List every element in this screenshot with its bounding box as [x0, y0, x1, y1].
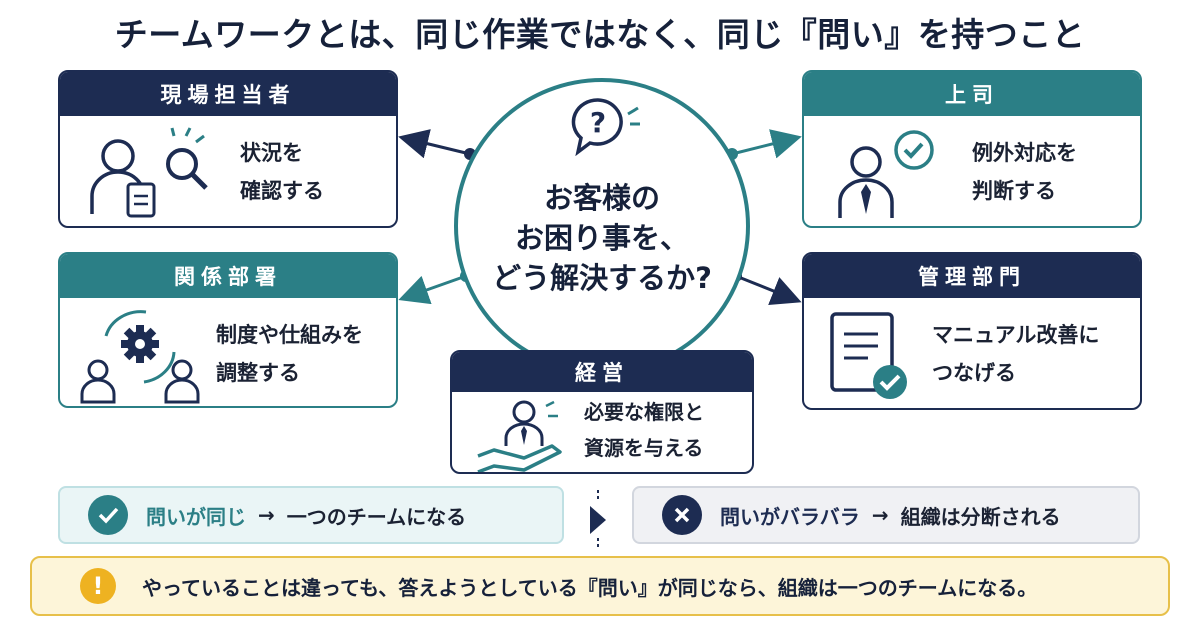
role-desc-related: 制度や仕組みを 調整する: [216, 316, 363, 392]
central-line-3: どう解決するか?: [492, 261, 712, 295]
check-icon: [88, 495, 128, 535]
gear-people-icon: [80, 310, 200, 404]
role-desc-boss-line-1: 例外対応を: [972, 141, 1077, 165]
summary-note: ! やっていることは違っても、答えようとしている『問い』が同じなら、組織は一つの…: [30, 556, 1170, 616]
role-desc-management-line-1: 必要な権限と: [584, 400, 704, 424]
role-desc-management-line-2: 資源を与える: [584, 436, 704, 460]
comparison-same-arrow: →: [258, 503, 275, 527]
comparison-diff-label: 問いがバラバラ: [720, 504, 860, 529]
role-title-admin: 管理部門: [804, 254, 1140, 298]
role-title-related: 関係部署: [60, 254, 396, 298]
role-desc-admin-line-1: マニュアル改善に: [932, 323, 1100, 347]
comparison-diff-arrow: →: [871, 503, 889, 527]
role-desc-related-line-1: 制度や仕組みを: [216, 323, 363, 347]
comparison-same-result: 一つのチームになる: [286, 504, 467, 529]
summary-text: やっていることは違っても、答えようとしている『問い』が同じなら、組織は一つのチー…: [142, 575, 1038, 600]
central-line-1: お客様の: [543, 181, 660, 215]
central-question-circle: ? お客様の お困り事を、 どう解決するか?: [454, 78, 750, 374]
role-desc-field: 状況を 確認する: [240, 134, 324, 210]
role-card-field: 現場担当者 状況を 確認する: [58, 70, 398, 228]
role-card-related: 関係部署 制度や仕組みを 調整する: [58, 252, 398, 408]
central-line-2: お困り事を、: [514, 221, 689, 255]
question-mark: ?: [590, 106, 606, 139]
role-title-management: 経営: [452, 352, 752, 392]
role-card-management: 経営 必要な権限と 資源を与える: [450, 350, 754, 474]
role-desc-admin: マニュアル改善に つなげる: [932, 316, 1099, 392]
exclamation-icon: !: [80, 568, 116, 604]
divider-arrow-icon: [590, 490, 606, 550]
hand-support-icon: [477, 400, 562, 472]
role-card-admin: 管理部門 マニュアル改善に つなげる: [802, 252, 1142, 410]
role-desc-admin-line-2: つなげる: [932, 361, 1016, 385]
person-magnifier-icon: [90, 127, 208, 218]
role-title-boss: 上司: [804, 72, 1140, 116]
page-title: チームワークとは、同じ作業ではなく、同じ『問い』を持つこと: [114, 15, 1086, 54]
role-desc-related-line-2: 調整する: [216, 361, 300, 385]
comparison-same: 問いが同じ → 一つのチームになる: [58, 486, 564, 544]
role-card-boss: 上司 例外対応を 判断する: [802, 70, 1142, 228]
role-desc-boss-line-2: 判断する: [972, 179, 1056, 203]
role-desc-management: 必要な権限と 資源を与える: [584, 394, 704, 466]
document-check-icon: [830, 312, 907, 399]
cross-icon: [662, 495, 702, 535]
businessperson-check-icon: [838, 130, 934, 218]
role-desc-field-line-1: 状況を: [240, 141, 303, 165]
question-bubble-icon: ?: [571, 98, 640, 156]
comparison-diff-result: 組織は分断される: [900, 504, 1061, 529]
role-desc-boss: 例外対応を 判断する: [972, 134, 1077, 210]
comparison-same-label: 問いが同じ: [146, 504, 246, 529]
comparison-diff: 問いがバラバラ → 組織は分断される: [632, 486, 1140, 544]
role-title-field: 現場担当者: [60, 72, 396, 116]
central-question: お客様の お困り事を、 どう解決するか?: [458, 178, 746, 298]
role-desc-field-line-2: 確認する: [240, 179, 324, 203]
